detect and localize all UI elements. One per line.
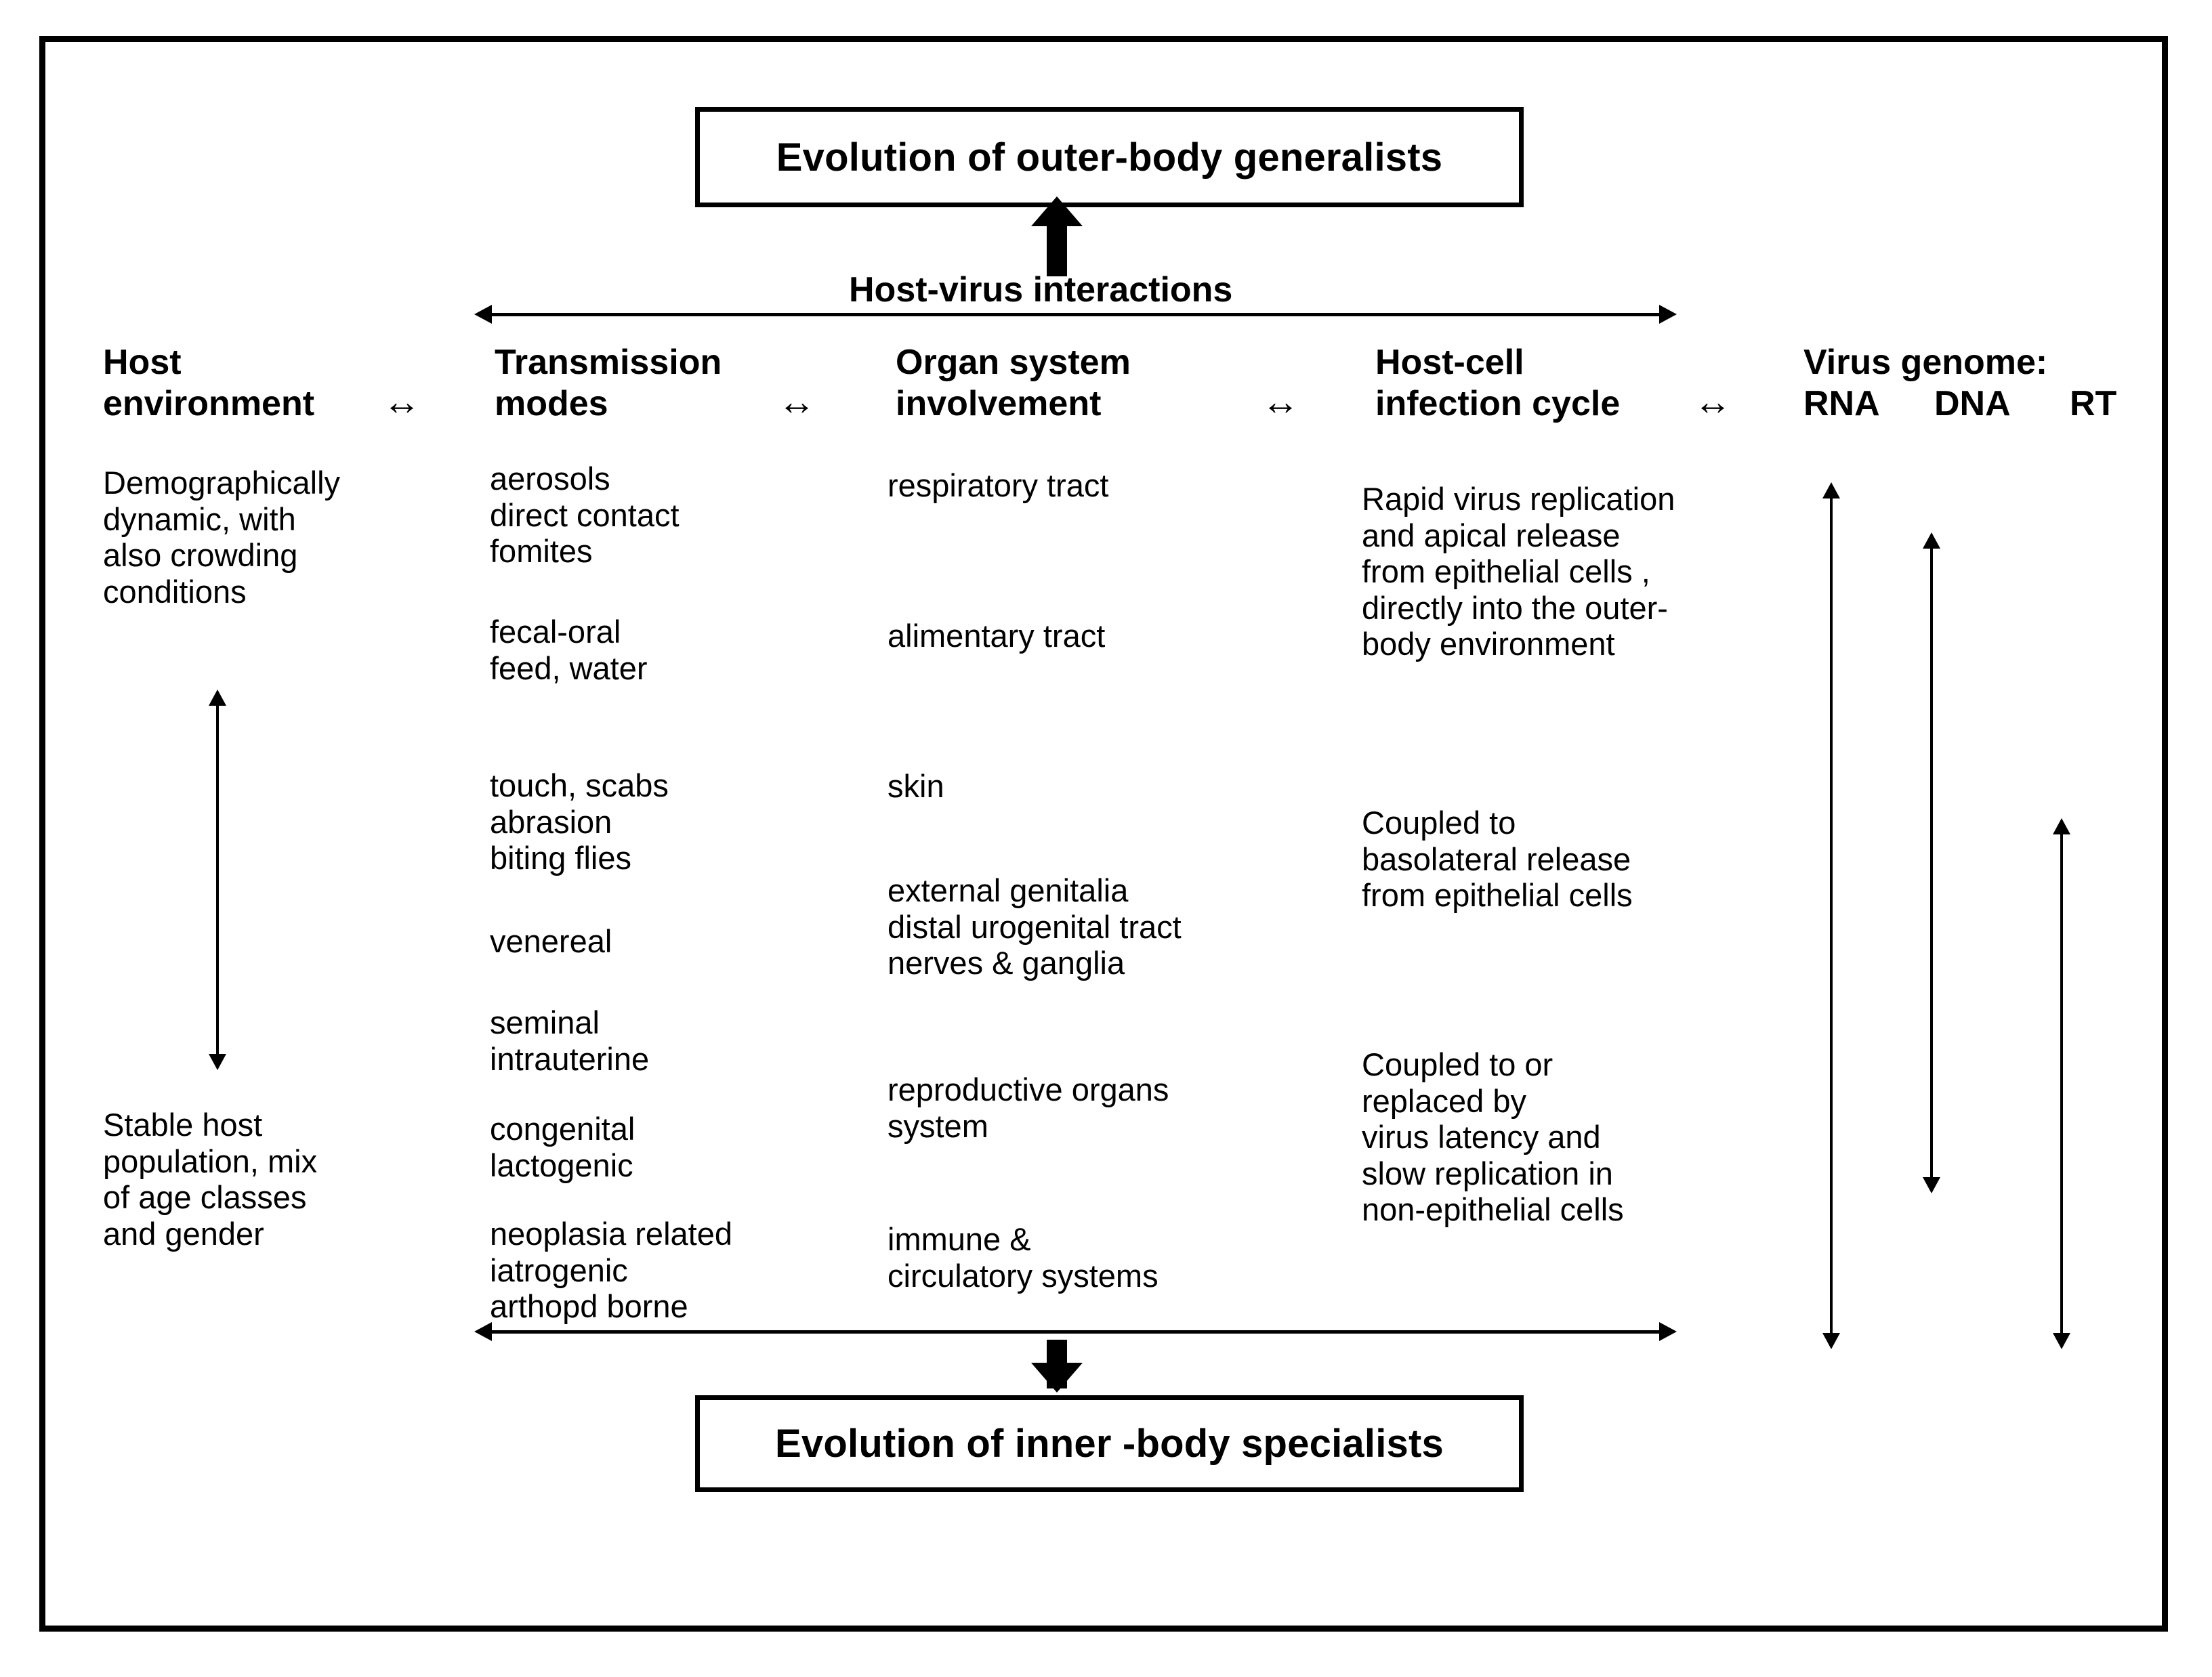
arrow-right-head-icon [1659, 1322, 1677, 1341]
organ-group-4: external genitalia distal urogenital tra… [888, 872, 1182, 981]
organ-group-2: alimentary tract [888, 618, 1106, 654]
figure-border [39, 36, 2168, 1632]
host-cell-group-3: Coupled to or replaced by virus latency … [1362, 1046, 1624, 1228]
top-horizontal-double-arrow [474, 305, 1677, 324]
transmission-group-7: neoplasia related iatrogenic arthopd bor… [490, 1216, 732, 1325]
arrow-down-head-icon [209, 1054, 226, 1070]
connector-arrow-1-icon: ↔ [383, 380, 421, 423]
inner-body-specialists-box: Evolution of inner -body specialists [695, 1395, 1524, 1492]
column-header-organ-system: Organ system involvement [896, 343, 1131, 423]
inner-body-specialists-label: Evolution of inner -body specialists [775, 1422, 1444, 1466]
column-header-virus-genome: Virus genome: [1803, 343, 2048, 382]
transmission-group-1: aerosols direct contact fomites [490, 461, 680, 570]
arrow-shaft [489, 313, 1662, 316]
arrow-shaft [489, 1330, 1662, 1334]
transmission-group-3: touch, scabs abrasion biting flies [490, 767, 669, 876]
organ-group-6: immune & circulatory systems [888, 1221, 1159, 1294]
genome-type-dna: DNA [1934, 384, 2011, 423]
arrow-right-head-icon [1659, 305, 1677, 324]
down-block-arrow-head [1031, 1363, 1083, 1393]
arrow-down-head-icon [1923, 1177, 1940, 1193]
genome-type-rna: RNA [1803, 384, 1880, 423]
arrow-shaft [1930, 546, 1933, 1180]
arrow-down-head-icon [1822, 1333, 1840, 1349]
arrow-shaft [2060, 832, 2063, 1336]
column-header-host-environment: Host environment [103, 343, 315, 423]
column-header-host-cell: Host-cell infection cycle [1375, 343, 1621, 423]
outer-body-generalists-box: Evolution of outer-body generalists [695, 107, 1524, 207]
transmission-group-5: seminal intrauterine [490, 1004, 650, 1077]
arrow-down-head-icon [2053, 1333, 2070, 1349]
rna-vertical-arrow [1822, 482, 1840, 1349]
host-environment-bottom-text: Stable host population, mix of age class… [103, 1107, 318, 1252]
transmission-group-6: congenital lactogenic [490, 1111, 635, 1183]
transmission-group-2: fecal-oral feed, water [490, 614, 648, 686]
host-cell-group-2: Coupled to basolateral release from epit… [1362, 805, 1633, 914]
arrow-shaft [1830, 496, 1833, 1336]
organ-group-1: respiratory tract [888, 467, 1109, 503]
organ-group-3: skin [888, 768, 944, 804]
arrow-left-head-icon [474, 1322, 492, 1341]
arrow-shaft [216, 703, 219, 1057]
connector-arrow-2-icon: ↔ [778, 380, 816, 423]
host-cell-group-1: Rapid virus replication and apical relea… [1362, 481, 1675, 662]
organ-group-5: reproductive organs system [888, 1071, 1169, 1144]
outer-body-generalists-label: Evolution of outer-body generalists [776, 135, 1443, 179]
arrow-left-head-icon [474, 305, 492, 324]
host-virus-interactions-label: Host-virus interactions [849, 270, 1233, 310]
dna-vertical-arrow [1923, 532, 1940, 1193]
connector-arrow-3-icon: ↔ [1261, 380, 1299, 423]
host-environment-vertical-arrow [209, 689, 226, 1070]
bottom-horizontal-double-arrow [474, 1322, 1677, 1341]
transmission-group-4: venereal [490, 923, 612, 959]
column-header-transmission-modes: Transmission modes [495, 343, 722, 423]
host-environment-top-text: Demographically dynamic, with also crowd… [103, 465, 341, 610]
rt-vertical-arrow [2053, 818, 2070, 1349]
genome-type-rt: RT [2070, 384, 2117, 423]
up-block-arrow-shaft [1047, 215, 1067, 276]
connector-arrow-4-icon: ↔ [1694, 380, 1732, 423]
